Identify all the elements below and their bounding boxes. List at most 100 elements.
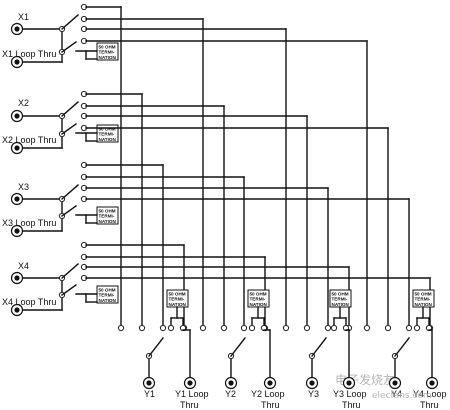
term-node-l-y2 xyxy=(248,324,256,332)
loop-label-x4: X4 Loop Thru xyxy=(2,297,56,307)
crosspoint-x2-y4 xyxy=(384,324,392,332)
output-connector-y3 xyxy=(305,376,319,390)
loop-connector-y1-pin xyxy=(187,380,193,386)
termination-x2-text-1: TERMI- xyxy=(99,132,115,137)
loop-connector-y1 xyxy=(183,376,197,390)
termination-x4-text-0: 50 OHM xyxy=(99,288,116,293)
crosspoint-x1-y3 xyxy=(282,324,290,332)
termination-x1-text-0: 50 OHM xyxy=(99,45,116,50)
termination-y4-text-2: NATION xyxy=(415,302,433,307)
term-node-l-y3 xyxy=(330,324,338,332)
crosspoint-x2-y2 xyxy=(220,324,228,332)
output-arm-y3 xyxy=(311,337,327,357)
input-connector-x1 xyxy=(10,22,24,36)
switch-arm-x4 xyxy=(61,263,79,279)
termination-x2-text-2: NATION xyxy=(99,137,117,142)
termination-x4-text-2: NATION xyxy=(99,298,117,303)
input-label-x2: X2 xyxy=(18,98,29,108)
loop-connector-y4 xyxy=(425,376,439,390)
loop-label-y3-line2: Thru xyxy=(342,400,361,410)
loop-label-x3: X3 Loop Thru xyxy=(2,218,56,228)
termination-x1-text-2: NATION xyxy=(99,55,117,60)
crosspoint-x1-y2 xyxy=(199,324,207,332)
termination-y4-text-0: 50 OHM xyxy=(415,292,432,297)
loop-connector-y4-pin xyxy=(429,380,435,386)
term-switch-arm-x1 xyxy=(61,41,77,53)
termination-y3-text-1: TERMI- xyxy=(332,297,348,302)
input-connector-x2 xyxy=(10,109,24,123)
output-connector-y1 xyxy=(142,376,156,390)
input-connector-x1-pin xyxy=(14,26,20,32)
loop-connector-y2 xyxy=(263,376,277,390)
output-label-y1: Y1 xyxy=(144,389,155,399)
crosspoint-x3-y4 xyxy=(405,324,413,332)
loop-label-y4-line2: Thru xyxy=(420,400,439,410)
output-connector-y3-pin xyxy=(309,380,315,386)
termination-y4-text-1: TERMI- xyxy=(415,297,431,302)
termination-y1-text-2: NATION xyxy=(169,302,187,307)
output-arm-y4 xyxy=(394,337,410,357)
output-arm-y1 xyxy=(148,337,164,357)
loop-label-y4-line1: Y4 Loop xyxy=(413,389,447,399)
loop-connector-x3 xyxy=(10,224,24,238)
output-connector-y2-pin xyxy=(228,380,234,386)
output-connector-y2 xyxy=(224,376,238,390)
termination-y1-text-0: 50 OHM xyxy=(169,292,186,297)
crosspoint-x3-y2 xyxy=(240,324,248,332)
loop-label-y2-line1: Y2 Loop xyxy=(251,389,285,399)
crosspoint-x2-y1 xyxy=(138,324,146,332)
termination-y2-text-1: TERMI- xyxy=(250,297,266,302)
termination-x3-text-2: NATION xyxy=(99,219,117,224)
term-node-l-y4 xyxy=(413,324,421,332)
output-arm-y2 xyxy=(230,337,246,357)
term-node-l-y1 xyxy=(167,324,175,332)
output-connector-y4-pin xyxy=(392,380,398,386)
termination-y3-text-0: 50 OHM xyxy=(332,292,349,297)
term-switch-arm-x2 xyxy=(61,123,77,135)
crosspoint-x1-y1 xyxy=(117,324,125,332)
termination-x3-text-0: 50 OHM xyxy=(99,209,116,214)
input-labels: X1 X1 Loop Thru X2 X2 Loop Thru X3 X3 Lo… xyxy=(2,12,56,307)
crosspoint-x1-y4 xyxy=(363,324,371,332)
crosspoint-x2-y3 xyxy=(303,324,311,332)
output-label-y4: Y4 xyxy=(391,389,402,399)
termination-y2-text-2: NATION xyxy=(250,302,268,307)
loop-label-y1-line2: Thru xyxy=(180,400,199,410)
input-connector-x3-pin xyxy=(14,196,20,202)
loop-label-x2: X2 Loop Thru xyxy=(2,135,56,145)
termination-y3-text-2: NATION xyxy=(332,302,350,307)
output-connector-y4 xyxy=(388,376,402,390)
termination-y1-text-1: TERMI- xyxy=(169,297,185,302)
termination-x1-text-1: TERMI- xyxy=(99,50,115,55)
input-connector-x2-pin xyxy=(14,113,20,119)
input-label-x3: X3 xyxy=(18,182,29,192)
loop-connector-x2-pin xyxy=(14,145,20,151)
termination-x4-text-1: TERMI- xyxy=(99,293,115,298)
loop-connector-x4-pin xyxy=(14,307,20,313)
input-label-x4: X4 xyxy=(18,261,29,271)
loop-connector-y2-pin xyxy=(267,380,273,386)
termination-x2-text-0: 50 OHM xyxy=(99,127,116,132)
input-connector-x4-pin xyxy=(14,275,20,281)
output-connector-y1-pin xyxy=(146,380,152,386)
termination-y2-text-0: 50 OHM xyxy=(250,292,267,297)
watermark-subtext: elecfans.com xyxy=(372,391,432,401)
switch-arm-x1 xyxy=(61,14,79,30)
term-switch-arm-x3 xyxy=(61,205,77,217)
loop-connector-x3-pin xyxy=(14,228,20,234)
termination-x3-text-1: TERMI- xyxy=(99,214,115,219)
loop-connector-x4 xyxy=(10,303,24,317)
switch-arm-x2 xyxy=(61,101,79,117)
term-switch-arm-x4 xyxy=(61,284,77,296)
output-labels: Y1 Y1 Loop Thru Y2 Y2 Loop Thru Y3 Y3 Lo… xyxy=(144,389,447,410)
loop-label-y1-line1: Y1 Loop xyxy=(175,389,209,399)
